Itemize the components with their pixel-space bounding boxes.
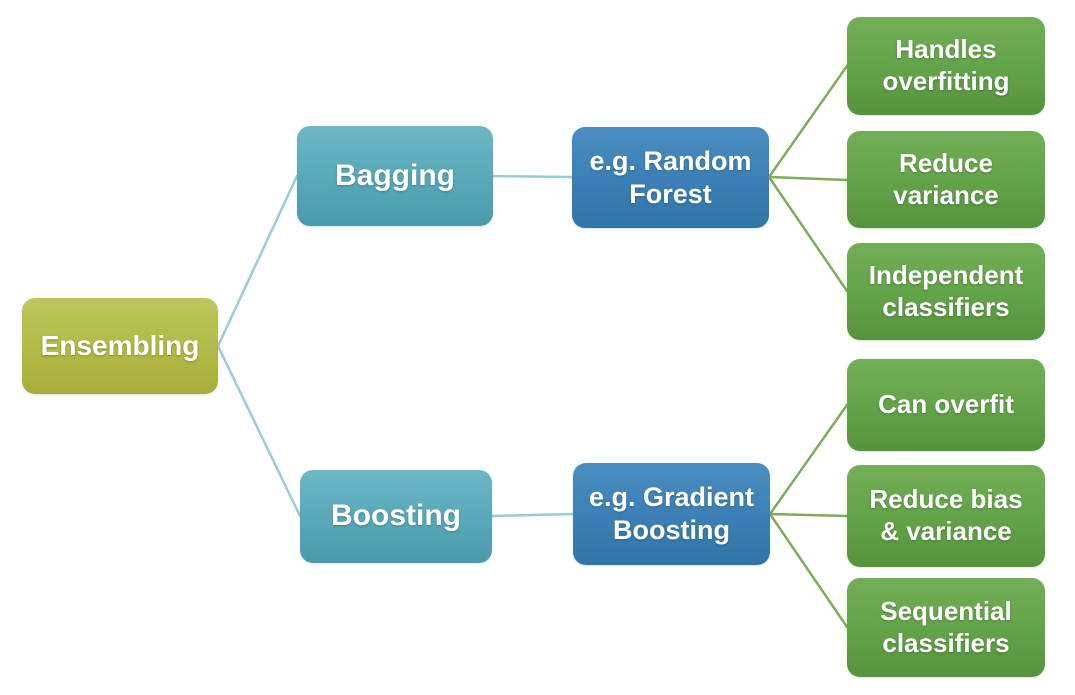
node-can-overfit-label: Can overfit xyxy=(878,389,1014,420)
connector-gb-reduce-bias-variance xyxy=(768,512,849,518)
connector-boosting-gradientboosting xyxy=(490,512,575,518)
connector-gb-sequential-classifiers xyxy=(768,512,849,629)
teal-connectors xyxy=(216,174,575,518)
node-handles-overfitting-label: Handles overfitting xyxy=(882,34,1010,96)
green-connectors xyxy=(767,64,849,629)
connector-rf-handles-overfitting xyxy=(767,64,849,179)
connector-bagging-randomforest xyxy=(491,174,574,179)
connector-rf-reduce-variance xyxy=(767,175,849,182)
node-random-forest: e.g. Random Forest xyxy=(572,127,769,228)
node-reduce-bias-variance-label: Reduce bias & variance xyxy=(869,484,1023,546)
node-sequential-classifiers: Sequential classifiers xyxy=(847,578,1045,677)
connector-root-boosting xyxy=(216,344,302,518)
node-gradient-boosting: e.g. Gradient Boosting xyxy=(573,463,770,565)
node-sequential-classifiers-label: Sequential classifiers xyxy=(880,595,1012,658)
node-ensembling: Ensembling xyxy=(22,298,218,394)
node-ensembling-label: Ensembling xyxy=(40,329,200,361)
connector-gb-can-overfit xyxy=(768,403,849,516)
node-boosting-label: Boosting xyxy=(331,499,461,533)
connector-root-bagging xyxy=(216,174,299,348)
node-boosting: Boosting xyxy=(300,470,492,563)
node-can-overfit: Can overfit xyxy=(847,359,1045,451)
node-bagging-label: Bagging xyxy=(335,158,455,192)
node-gradient-boosting-label: e.g. Gradient Boosting xyxy=(588,482,755,545)
node-independent-classifiers: Independent classifiers xyxy=(847,243,1045,340)
node-handles-overfitting: Handles overfitting xyxy=(847,17,1045,115)
node-reduce-bias-variance: Reduce bias & variance xyxy=(847,465,1045,567)
node-bagging: Bagging xyxy=(297,126,493,226)
node-independent-classifiers-label: Independent classifiers xyxy=(868,259,1024,322)
node-reduce-variance-label: Reduce variance xyxy=(893,147,999,210)
connector-rf-independent-classifiers xyxy=(767,175,849,293)
node-random-forest-label: e.g. Random Forest xyxy=(589,145,752,209)
node-reduce-variance: Reduce variance xyxy=(847,131,1045,228)
